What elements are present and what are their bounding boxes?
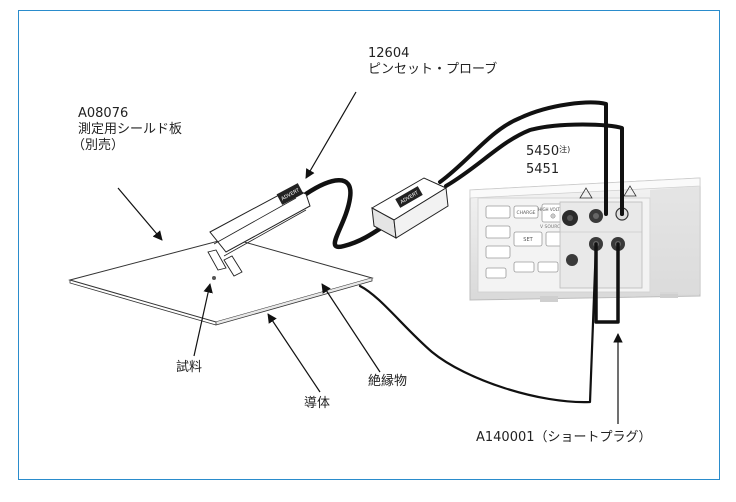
set-button (513, 231, 543, 247)
meter-note-mark: 注) (559, 145, 571, 154)
arrow-probe (305, 91, 357, 179)
leader-arrows (117, 91, 623, 424)
probe-lead-1 (438, 100, 608, 216)
set-button-label: SET (523, 237, 533, 243)
sample-label: 試料 (176, 360, 203, 375)
meter-model-2-label: 5451 (526, 162, 560, 177)
tweezer-probe: ADVERT (207, 183, 311, 280)
arrow-sample (193, 283, 213, 357)
ground-lead (358, 242, 598, 404)
sample-dot (212, 276, 216, 280)
probe-connector: ADVERT (370, 177, 449, 239)
charge-button (513, 205, 539, 219)
probe-tip (223, 255, 243, 277)
shield-model-label: A08076 (78, 106, 129, 121)
meter-model-1-label: 5450注) (526, 144, 570, 160)
shield-note-label: （別売） (72, 138, 125, 153)
insulator-label: 絶縁物 (368, 374, 408, 389)
probe-model-label: 12604 (368, 46, 410, 61)
probe-lead-2 (444, 122, 624, 216)
panel-button (485, 205, 511, 219)
panel-button (537, 261, 559, 273)
conductor-label: 導体 (304, 396, 331, 411)
arrow-shield-plate (117, 187, 163, 241)
meter-foot (660, 292, 678, 298)
panel-button (485, 267, 507, 279)
v-source-label: V SOURCE (540, 224, 563, 230)
warning-icon (579, 187, 593, 199)
panel-button (513, 261, 535, 273)
panel-button (485, 245, 511, 259)
probe-name-label: ピンセット・プローブ (368, 62, 498, 77)
short-plug-label: A140001（ショートプラグ） (476, 430, 652, 445)
measurement-instrument: CHARGE HIGH VOLTAGE SET V SOURCE (469, 177, 701, 302)
high-voltage-label: HIGH VOLTAGE (538, 207, 568, 212)
meter-foot (540, 296, 558, 302)
indicator-light (550, 213, 556, 219)
arrow-conductor (267, 313, 321, 393)
probe-tip (207, 249, 227, 271)
shield-name-label: 測定用シールド板 (78, 122, 183, 137)
arrow-insulator (321, 283, 381, 373)
meter-model-1-text: 5450 (526, 144, 560, 159)
panel-button (485, 225, 511, 239)
cables (303, 100, 624, 404)
terminal-jack (566, 254, 578, 266)
probe-cable (303, 178, 387, 250)
shield-plate (68, 237, 374, 326)
warning-icon (623, 185, 637, 197)
short-plug (594, 242, 620, 324)
charge-button-label: CHARGE (516, 210, 535, 216)
